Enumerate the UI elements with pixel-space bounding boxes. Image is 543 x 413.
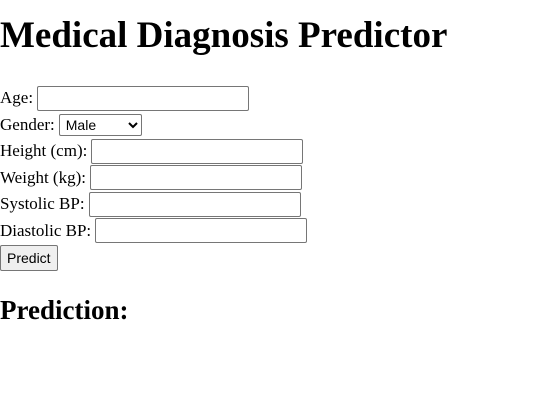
age-label: Age: [0,88,34,108]
weight-row: Weight (kg): [0,165,307,192]
gender-row: Gender: Male [0,112,307,139]
prediction-heading: Prediction: [0,295,129,325]
systolic-row: Systolic BP: [0,191,307,218]
diastolic-row: Diastolic BP: [0,218,308,245]
weight-label: Weight (kg): [0,167,86,187]
weight-input[interactable] [89,165,302,191]
diagnosis-form: Age: Gender: Male Height (cm): Weight (k… [0,85,308,272]
systolic-input[interactable] [88,191,301,217]
diastolic-label: Diastolic BP: [0,220,92,240]
height-input[interactable] [91,138,304,164]
age-input[interactable] [37,85,250,111]
gender-select[interactable]: Male [58,113,142,136]
height-row: Height (cm): [0,138,307,165]
height-label: Height (cm): [0,141,88,161]
gender-label: Gender: [0,114,55,134]
diastolic-input[interactable] [95,218,308,244]
predict-button[interactable]: Predict [0,245,58,271]
age-row: Age: [0,85,307,112]
button-row: Predict [0,244,307,272]
page-title: Medical Diagnosis Predictor [0,15,448,56]
systolic-label: Systolic BP: [0,194,85,214]
